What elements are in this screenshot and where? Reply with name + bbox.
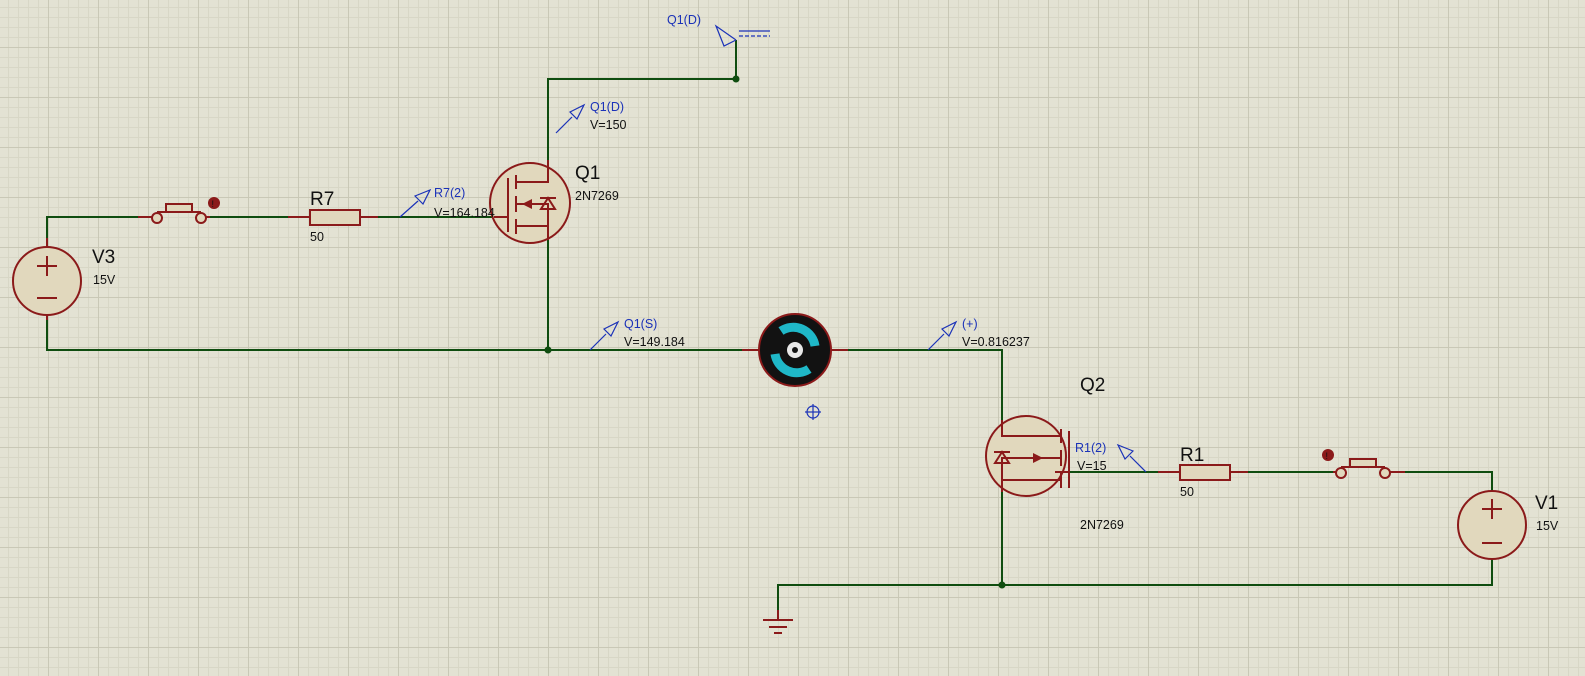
push-button-switch-2[interactable]: !: [1322, 449, 1405, 479]
voltage-probe-q1d[interactable]: Q1(D) V=150: [555, 100, 627, 134]
q2-name-label: Q2: [1080, 375, 1105, 396]
v3-name-label: V3: [92, 247, 115, 268]
probe-label: (+): [962, 317, 978, 331]
r1-name-label: R1: [1180, 445, 1204, 466]
switch-state-indicator[interactable]: [208, 197, 220, 209]
mosfet-q1[interactable]: Q1 2N7269: [489, 160, 619, 244]
probe-label: Q1(D): [667, 13, 701, 27]
wire-v3-top[interactable]: [46, 216, 138, 249]
junction-dot: [998, 581, 1006, 589]
wire-motor-q2[interactable]: [848, 349, 1003, 420]
resistor-r1[interactable]: R1 50: [1158, 445, 1248, 499]
wire-v3-bottom[interactable]: [46, 313, 548, 351]
voltage-probe-q1s[interactable]: Q1(S) V=149.184: [589, 317, 685, 351]
wire-ground-bus[interactable]: [777, 558, 1493, 610]
svg-text:!: !: [1326, 451, 1329, 461]
probe-reading: V=149.184: [624, 335, 685, 349]
probe-reading: V=15: [1077, 459, 1107, 473]
wires: [46, 40, 1493, 610]
q1-part-label: 2N7269: [575, 189, 619, 203]
mosfet-q2[interactable]: Q2 2N7269: [985, 375, 1124, 532]
v1-name-label: V1: [1535, 493, 1558, 514]
dc-motor[interactable]: [742, 313, 848, 387]
resistor-r7[interactable]: R7 50: [288, 189, 378, 244]
v1-value-label: 15V: [1536, 519, 1559, 533]
probe-label: R1(2): [1075, 441, 1106, 455]
push-button-switch-1[interactable]: !: [138, 197, 220, 224]
r7-name-label: R7: [310, 189, 334, 210]
junction-dot: [544, 346, 552, 354]
q2-part-label: 2N7269: [1080, 518, 1124, 532]
switch-state-indicator[interactable]: [1322, 449, 1334, 461]
q1-name-label: Q1: [575, 163, 600, 184]
voltage-source-v3[interactable]: V3 15V: [12, 238, 116, 320]
voltage-probe-r1-2[interactable]: R1(2) V=15: [1075, 441, 1147, 473]
probe-reading: V=0.816237: [962, 335, 1030, 349]
r1-value-label: 50: [1180, 485, 1194, 499]
r7-value-label: 50: [310, 230, 324, 244]
voltage-source-v1[interactable]: V1 15V: [1457, 490, 1559, 560]
voltage-probe-r7-2[interactable]: R7(2) V=164.184: [399, 186, 495, 220]
crosshair-icon: [805, 404, 821, 420]
v3-value-label: 15V: [93, 273, 116, 287]
voltage-probe-motor-plus[interactable]: (+) V=0.816237: [927, 317, 1030, 351]
probe-reading: V=150: [590, 118, 627, 132]
wire-switch-v1[interactable]: [1405, 471, 1493, 493]
svg-text:!: !: [212, 199, 215, 209]
voltage-probe-q1d-top[interactable]: Q1(D): [667, 13, 770, 47]
wire-q1-drain[interactable]: [547, 78, 736, 160]
probe-label: Q1(D): [590, 100, 624, 114]
probe-reading: V=164.184: [434, 206, 495, 220]
junction-dot: [732, 75, 740, 83]
probe-label: Q1(S): [624, 317, 657, 331]
probe-label: R7(2): [434, 186, 465, 200]
ground-symbol[interactable]: [763, 610, 793, 634]
